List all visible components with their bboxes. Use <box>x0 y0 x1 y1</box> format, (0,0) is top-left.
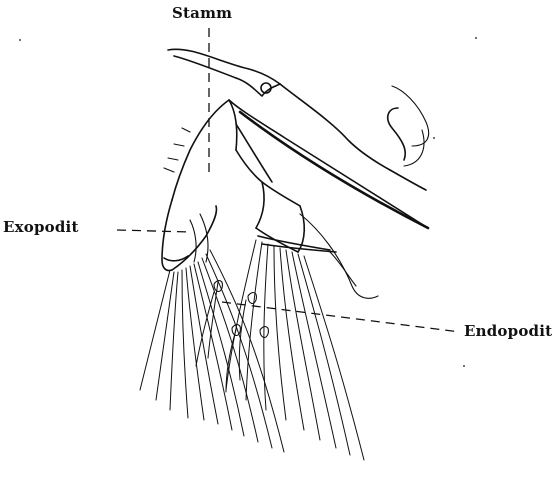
stray-dot <box>19 39 21 41</box>
exopodit-label: Exopodit <box>3 218 79 236</box>
stem-outline <box>168 49 429 228</box>
endopodit-leader-line <box>222 302 460 332</box>
endopodit-label: Endopodit <box>464 322 552 340</box>
stray-dot <box>475 37 477 39</box>
stray-dot <box>463 365 465 367</box>
setae <box>140 240 364 460</box>
proximal-segment <box>164 100 300 206</box>
exopodit-leader-line <box>117 230 190 232</box>
stamm-label: Stamm <box>172 4 232 22</box>
stray-dot <box>433 137 435 139</box>
